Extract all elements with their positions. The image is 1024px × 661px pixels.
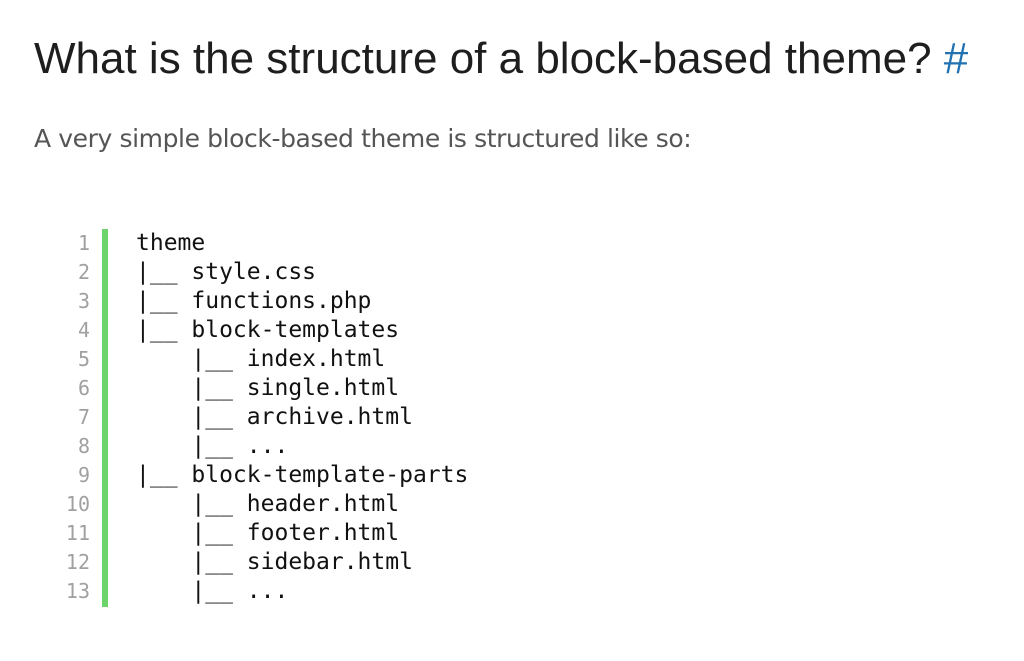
code-line: |__ style.css	[136, 259, 317, 285]
heading-anchor-link[interactable]: #	[943, 34, 969, 83]
line-number: 7	[77, 405, 90, 429]
line-number: 12	[65, 550, 90, 574]
line-number: 3	[77, 289, 90, 313]
line-number: 8	[77, 434, 90, 458]
code-line: |__ header.html	[136, 491, 400, 517]
code-line: |__ footer.html	[136, 520, 400, 546]
line-number: 4	[77, 318, 90, 342]
code-line: |__ ...	[136, 578, 289, 604]
code-line: |__ index.html	[136, 346, 386, 372]
intro-paragraph: A very simple block-based theme is struc…	[34, 124, 692, 153]
code-block: 1 2 3 4 5 6 7 8 9 10 11 12 13 theme |__ s…	[52, 229, 652, 607]
line-number: 1	[77, 231, 90, 255]
code-line: |__ archive.html	[136, 404, 413, 430]
line-number: 11	[65, 521, 90, 545]
line-number: 5	[77, 347, 90, 371]
code-line: |__ functions.php	[136, 288, 372, 314]
code-line: |__ single.html	[136, 375, 400, 401]
line-number: 6	[77, 376, 90, 400]
line-number-gutter: 1 2 3 4 5 6 7 8 9 10 11 12 13	[52, 229, 90, 606]
code-accent-bar	[102, 229, 108, 607]
page-heading: What is the structure of a block-based t…	[34, 30, 968, 88]
code-line: |__ ...	[136, 433, 289, 459]
code-line: theme	[136, 230, 206, 256]
code-line: |__ block-template-parts	[136, 462, 469, 488]
line-number: 13	[65, 579, 90, 603]
line-number: 2	[77, 260, 90, 284]
code-content: theme |__ style.css |__ functions.php |__ b…	[136, 229, 468, 606]
code-line: |__ sidebar.html	[136, 549, 413, 575]
code-line: |__ block-templates	[136, 317, 400, 343]
line-number: 10	[65, 492, 90, 516]
line-number: 9	[77, 463, 90, 487]
heading-text: What is the structure of a block-based t…	[34, 34, 932, 83]
